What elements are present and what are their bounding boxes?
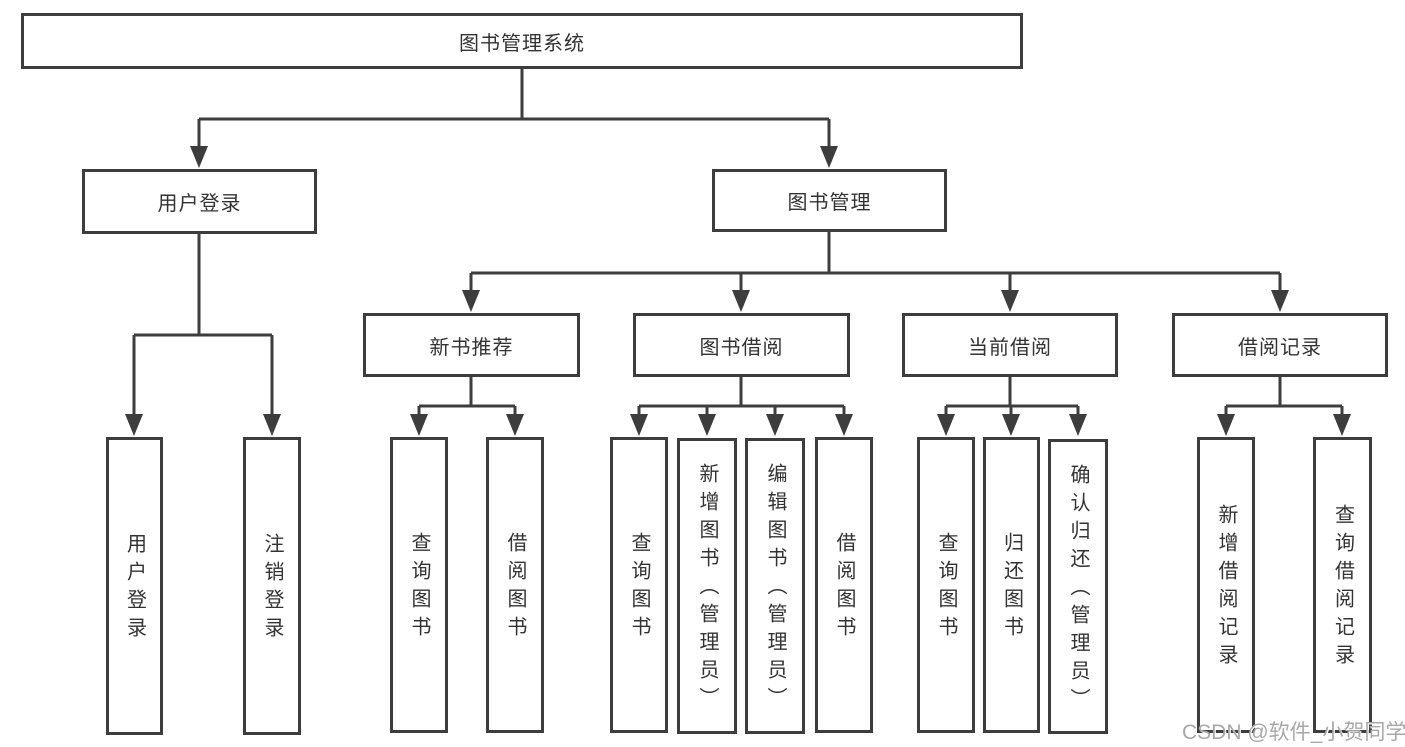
node-borrow-records: 借阅记录 <box>1172 313 1388 377</box>
leaf-logout: 注销登录 <box>243 437 301 735</box>
node-root-system: 图书管理系统 <box>21 13 1023 69</box>
leaf-query-books-recommend: 查询图书 <box>390 437 448 733</box>
leaf-edit-books-admin: 编辑图书（管理员） <box>745 438 805 734</box>
leaf-user-login: 用户登录 <box>106 437 163 735</box>
leaf-add-borrow-record: 新增借阅记录 <box>1197 437 1255 733</box>
leaf-return-books: 归还图书 <box>983 437 1040 733</box>
csdn-watermark: CSDN @软件_小贺同学 <box>1182 721 1405 744</box>
leaf-add-books-admin: 新增图书（管理员） <box>677 438 737 734</box>
node-book-borrow: 图书借阅 <box>633 313 850 377</box>
leaf-query-borrow-record: 查询借阅记录 <box>1313 437 1372 733</box>
node-user-login: 用户登录 <box>82 169 317 234</box>
node-current-borrow: 当前借阅 <box>902 313 1118 377</box>
leaf-confirm-return-admin: 确认归还（管理员） <box>1048 439 1108 734</box>
node-new-book-recommend: 新书推荐 <box>363 313 580 377</box>
leaf-query-books-current: 查询图书 <box>917 437 975 733</box>
leaf-query-books-borrow: 查询图书 <box>610 437 668 733</box>
leaf-borrow-books: 借阅图书 <box>815 437 873 733</box>
node-book-management: 图书管理 <box>712 169 947 232</box>
arrowheads <box>125 146 1351 436</box>
leaf-borrow-books-recommend: 借阅图书 <box>486 437 544 733</box>
